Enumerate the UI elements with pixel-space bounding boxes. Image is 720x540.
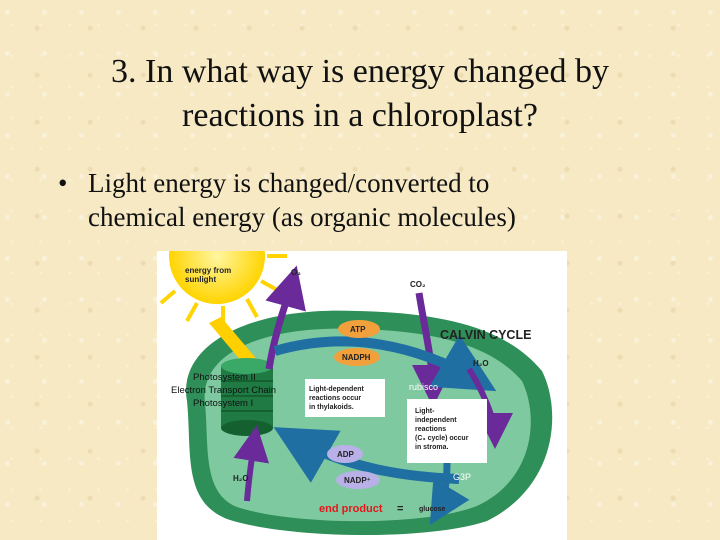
h2o-left-label: H₂O — [233, 474, 249, 483]
light-independent-line-5: in stroma. — [415, 444, 449, 451]
g3p-label: G3P — [453, 472, 471, 482]
light-independent-line-3: reactions — [415, 426, 446, 433]
slide-title: 3. In what way is energy changed by reac… — [0, 50, 720, 138]
equals-sign: = — [397, 503, 403, 515]
title-line-2: reactions in a chloroplast? — [182, 97, 538, 134]
thylakoid-stack — [221, 358, 273, 436]
rubisco-label: rubisco — [409, 382, 438, 392]
photosystem-ii-label: Photosystem II — [193, 372, 256, 383]
bullet-line-1: Light energy is changed/converted to — [88, 168, 490, 198]
bullet-text: Light energy is changed/converted to che… — [88, 166, 688, 234]
photosystem-i-label: Photosystem I — [193, 398, 253, 409]
nadph-bubble — [334, 348, 380, 366]
energy-label-1: energy from — [185, 266, 231, 275]
light-independent-line-2: independent — [415, 417, 457, 424]
adp-bubble — [327, 445, 363, 463]
nadp-bubble — [336, 471, 380, 489]
nadph-label: NADPH — [342, 353, 371, 362]
calvin-cycle-label: CALVIN CYCLE — [440, 328, 531, 342]
adp-return-arrow — [273, 427, 460, 484]
light-dependent-line-3: in thylakoids. — [309, 404, 354, 411]
g3p-arrow — [429, 462, 470, 526]
title-line-1: 3. In what way is energy changed by — [111, 53, 609, 90]
bullet-line-2: chemical energy (as organic molecules) — [88, 202, 516, 232]
o2-label: O₂ — [291, 268, 301, 277]
glucose-label: glucose — [419, 506, 446, 513]
bullet-dot: • — [58, 168, 68, 198]
o2-arrow — [265, 265, 306, 370]
light-dependent-line-2: reactions occur — [309, 395, 361, 402]
adp-label: ADP — [337, 450, 355, 459]
light-independent-line-4: (C₃ cycle) occur — [415, 435, 469, 442]
sun-icon — [159, 251, 287, 325]
light-dependent-box — [305, 379, 385, 417]
end-product-label: end product — [319, 503, 383, 515]
co2-label: CO₂ — [410, 280, 426, 289]
atp-flow-arrow — [273, 334, 497, 392]
h2o-right-arrow — [466, 367, 513, 449]
electron-transport-chain-label: Electron Transport Chain — [171, 385, 276, 396]
atp-bubble — [338, 320, 380, 338]
chloroplast-diagram: energy from sunlight Photosystem II Elec… — [157, 251, 567, 540]
light-dependent-line-1: Light-dependent — [309, 386, 364, 393]
light-independent-box — [407, 399, 487, 463]
nadp-label: NADP⁺ — [344, 476, 371, 485]
light-independent-line-1: Light- — [415, 408, 435, 415]
atp-label: ATP — [350, 325, 366, 334]
h2o-left-arrow — [233, 425, 270, 502]
h2o-right-label: H₂O — [473, 359, 489, 368]
energy-label-2: sunlight — [185, 275, 216, 284]
